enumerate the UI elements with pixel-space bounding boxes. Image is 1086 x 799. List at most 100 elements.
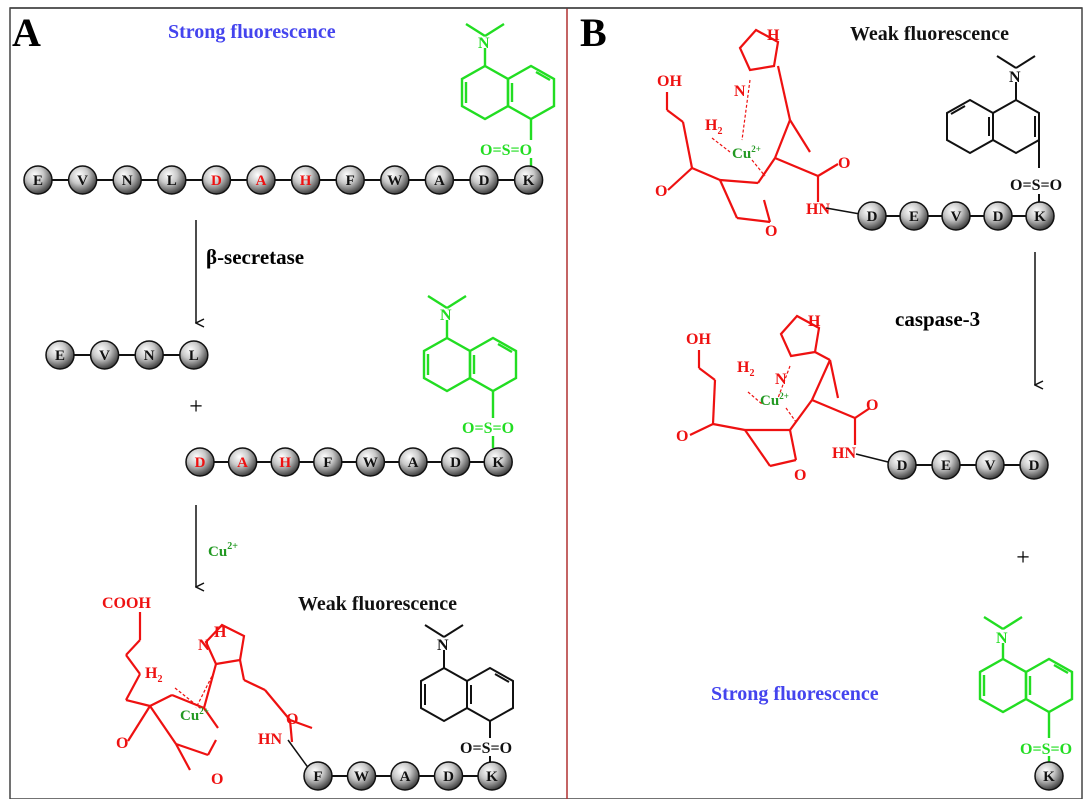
dansyl-sulfonyl: O=S=O [462, 420, 514, 437]
residue-bead-a [390, 761, 420, 791]
linker-bond-b-top [825, 207, 861, 215]
amine-label: H2 [705, 117, 722, 137]
residue-bead-d [857, 201, 887, 231]
residue-label-a: A [400, 769, 411, 785]
panel-b-caption-bottom: Strong fluorescence [711, 683, 879, 705]
residue-bead-w [380, 165, 410, 195]
carbonyl-o-label-2: O [765, 223, 777, 240]
residue-bead-d [185, 447, 215, 477]
dansyl-fluorophore-a-quenched: N O=S=O [420, 624, 514, 766]
residue-label-d: D [450, 455, 461, 471]
residue-label-k: K [1034, 209, 1046, 225]
residue-label-l: L [189, 348, 199, 364]
residue-label-n: N [144, 348, 155, 364]
residue-bead-k [483, 447, 513, 477]
amide-linker-label: HN [258, 731, 282, 748]
residue-label-f: F [323, 455, 332, 471]
amine-label: H2 [145, 665, 162, 685]
dansyl-sulfonyl: O=S=O [480, 142, 532, 159]
imidazole-nh-label: H [214, 624, 227, 641]
residue-label-d: D [1029, 458, 1040, 474]
residue-bead-v [89, 340, 120, 370]
residue-label-d: D [479, 173, 490, 189]
enzyme-label-caspase-3: caspase-3 [895, 307, 980, 331]
residue-bead-l [157, 165, 187, 195]
residue-label-k: K [523, 173, 535, 189]
residue-label-d: D [867, 209, 878, 225]
carbonyl-o-label-1: O [116, 735, 128, 752]
imidazole-n-label: N [775, 371, 787, 388]
residue-label-k: K [492, 455, 504, 471]
residue-bead-k [1034, 761, 1064, 791]
dansyl-amine-n: N [996, 630, 1008, 647]
residue-bead-n [134, 340, 164, 370]
dansyl-fluorophore-a-middle: N O=S=O [422, 294, 518, 448]
residue-bead-l [179, 340, 209, 370]
imidazole-n-label: N [198, 637, 210, 654]
residue-label-e: E [909, 209, 919, 225]
residue-bead-d [1019, 450, 1049, 480]
dansyl-amine-n: N [437, 637, 449, 654]
residue-label-l: L [167, 173, 177, 189]
panel-a-caption-top: Strong fluorescence [168, 21, 336, 43]
residue-label-v: V [951, 209, 962, 225]
panel-b-letter: B [580, 10, 607, 55]
residue-bead-f [303, 761, 333, 791]
residue-bead-e [45, 340, 75, 370]
panel-b: B Weak fluorescence N O=S=O [580, 10, 1074, 791]
copper-center-label: Cu2+ [732, 144, 761, 162]
residue-label-v: V [77, 173, 88, 189]
residue-bead-v [975, 450, 1005, 480]
dansyl-fluorophore-b-released: N O=S=O [978, 615, 1074, 762]
residue-label-a: A [237, 455, 248, 471]
residue-label-v: V [99, 348, 110, 364]
dansyl-amine-n: N [440, 307, 452, 324]
plus-sign-b: + [1016, 545, 1030, 571]
dansyl-amine-n: N [1009, 69, 1021, 86]
panel-a: A Strong fluorescence N O=S=O E V N L D A H F W A… [12, 10, 556, 791]
dansyl-fluorophore-a-top: N O=S=O [460, 22, 556, 170]
residue-bead-a [424, 165, 455, 195]
residue-label-d: D [443, 769, 454, 785]
residue-bead-w [346, 761, 377, 791]
panel-a-caption-bottom: Weak fluorescence [298, 593, 457, 615]
residue-bead-e [23, 165, 53, 195]
dansyl-sulfonyl: O=S=O [1020, 741, 1072, 758]
carbonyl-o-label-2: O [211, 771, 223, 788]
residue-bead-a [398, 447, 428, 477]
copper-reagent-label: Cu2+ [208, 541, 238, 560]
copper-peptide-complex-a: COOH H2 H N Cu2+ O O O HN [102, 595, 313, 788]
dansyl-fluorophore-b-quenched: N O=S=O [946, 55, 1062, 202]
carbonyl-o-label-3: O [286, 711, 298, 728]
imidazole-nh-label: H [808, 313, 821, 330]
residue-label-k: K [1043, 769, 1055, 785]
residue-bead-h [290, 165, 321, 195]
residue-bead-d [201, 165, 232, 195]
amide-linker-label: HN [832, 445, 856, 462]
residue-bead-k [1025, 201, 1055, 231]
residue-label-e: E [55, 348, 65, 364]
carbonyl-o-label-2: O [794, 467, 806, 484]
residue-label-v: V [985, 458, 996, 474]
hydroxyl-label: OH [686, 331, 711, 348]
panel-b-caption-top: Weak fluorescence [850, 23, 1009, 45]
imidazole-nh-label: H [767, 27, 780, 44]
residue-bead-n [112, 165, 142, 195]
linker-bond-b-middle [855, 453, 889, 463]
residue-label-d: D [211, 173, 222, 189]
panel-a-letter: A [12, 10, 41, 55]
residue-bead-e [931, 450, 961, 480]
residue-bead-v [941, 201, 971, 231]
residue-bead-e [899, 201, 929, 231]
residue-bead-d [887, 450, 917, 480]
residue-bead-d [433, 761, 464, 791]
residue-bead-a [227, 447, 258, 477]
residue-bead-d [983, 201, 1013, 231]
residue-label-w: W [354, 769, 369, 785]
